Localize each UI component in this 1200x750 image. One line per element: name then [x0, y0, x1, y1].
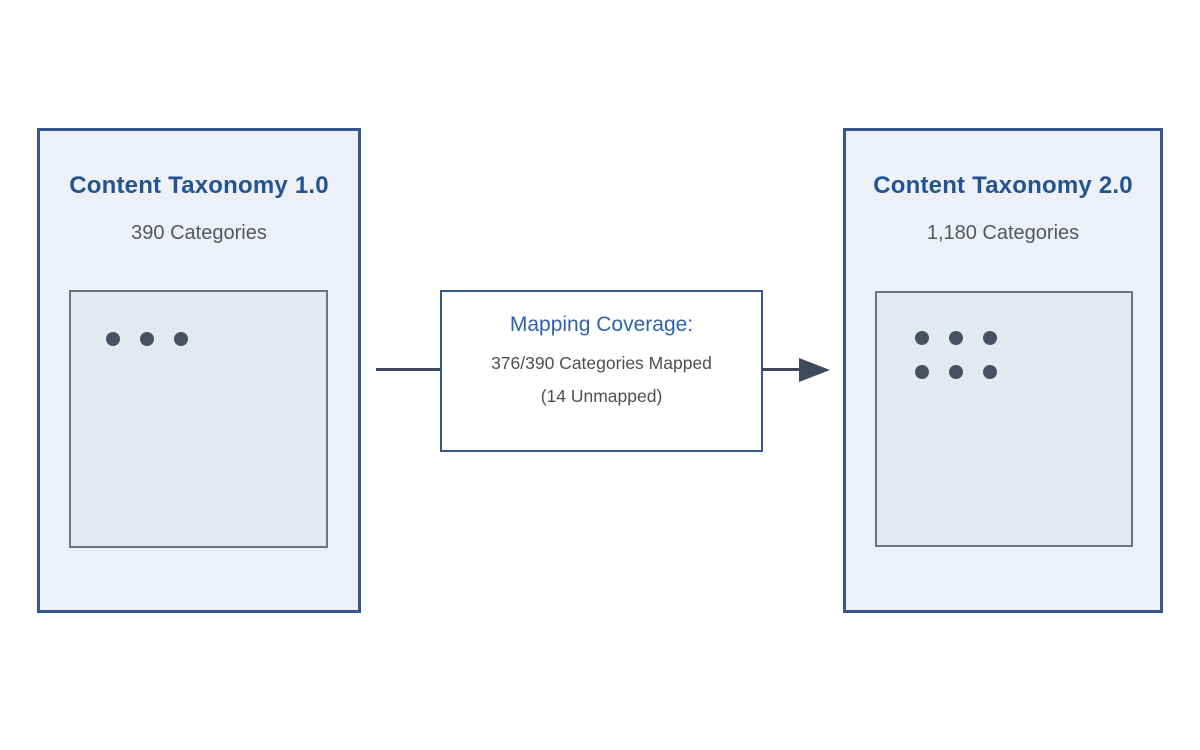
category-dot [174, 332, 188, 346]
category-dot [106, 332, 120, 346]
connector-line-right [762, 368, 800, 371]
target-taxonomy-box: Content Taxonomy 2.0 1,180 Categories [843, 128, 1163, 613]
mapping-coverage-title: Mapping Coverage: [509, 313, 694, 336]
category-dot [915, 365, 929, 379]
target-category-dots [915, 331, 999, 379]
source-categories-panel [69, 290, 328, 548]
category-dot [983, 365, 997, 379]
source-category-dots [106, 332, 190, 346]
mapping-coverage-box: Mapping Coverage: 376/390 Categories Map… [440, 290, 763, 452]
target-categories-panel [875, 291, 1133, 547]
connector-line-left [376, 368, 441, 371]
target-taxonomy-title: Content Taxonomy 2.0 [873, 172, 1133, 199]
target-taxonomy-subtitle: 1,180 Categories [926, 222, 1080, 244]
category-dot [140, 332, 154, 346]
mapping-coverage-note: (14 Unmapped) [540, 386, 663, 406]
category-dot [949, 365, 963, 379]
arrow-right-icon [799, 358, 830, 382]
category-dot [949, 331, 963, 345]
category-dot [915, 331, 929, 345]
source-taxonomy-box: Content Taxonomy 1.0 390 Categories [37, 128, 361, 613]
mapping-coverage-detail: 376/390 Categories Mapped [491, 353, 712, 373]
category-dot [983, 331, 997, 345]
source-taxonomy-title: Content Taxonomy 1.0 [69, 172, 329, 199]
source-taxonomy-subtitle: 390 Categories [131, 222, 267, 244]
